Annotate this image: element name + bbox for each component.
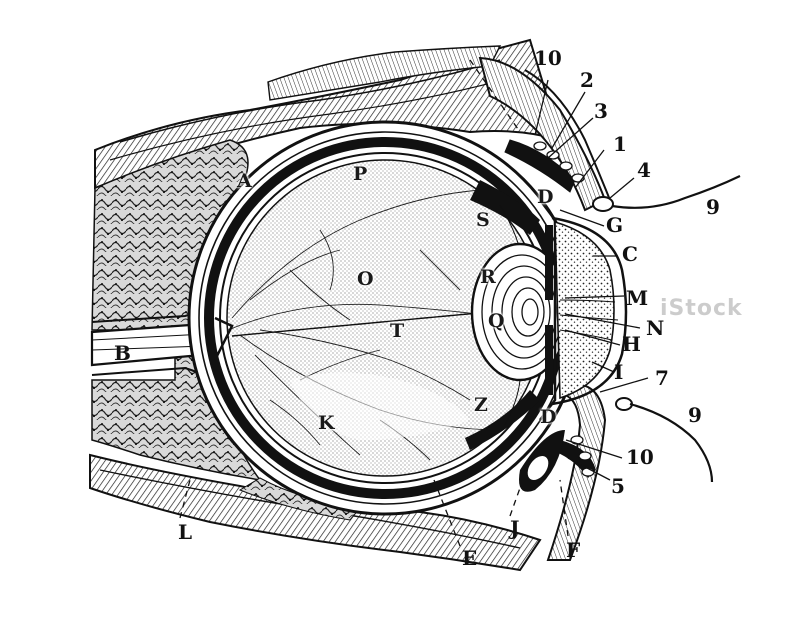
label-7: 7 bbox=[655, 366, 669, 390]
label-H: H bbox=[622, 332, 641, 356]
label-E: E bbox=[462, 546, 478, 570]
label-M: M bbox=[626, 286, 649, 310]
label-B: B bbox=[114, 341, 131, 365]
label-F: F bbox=[566, 538, 581, 562]
label-O: O bbox=[357, 268, 374, 290]
label-C: C bbox=[622, 242, 638, 266]
label-10-bottom: 10 bbox=[626, 445, 654, 469]
label-T: T bbox=[390, 320, 405, 342]
label-5: 5 bbox=[611, 474, 625, 498]
label-K: K bbox=[318, 412, 335, 434]
lens-group bbox=[470, 242, 570, 382]
label-A: A bbox=[237, 170, 252, 192]
label-1: 1 bbox=[613, 132, 627, 156]
label-9-bottom: 9 bbox=[688, 403, 702, 427]
label-I: I bbox=[614, 360, 624, 384]
label-J: J bbox=[510, 516, 520, 540]
label-Q: Q bbox=[488, 310, 505, 332]
label-3: 3 bbox=[594, 99, 608, 123]
label-D-bottom: D bbox=[540, 406, 557, 428]
label-10-top: 10 bbox=[534, 46, 562, 70]
stock-watermark: iStock bbox=[660, 296, 743, 321]
label-N: N bbox=[646, 316, 665, 340]
label-S: S bbox=[476, 209, 490, 231]
label-D-top: D bbox=[537, 186, 554, 208]
label-R: R bbox=[480, 266, 496, 288]
label-4: 4 bbox=[637, 158, 651, 182]
label-L: L bbox=[178, 520, 193, 544]
label-P: P bbox=[353, 163, 368, 185]
label-2: 2 bbox=[580, 68, 594, 92]
label-9-top: 9 bbox=[706, 195, 720, 219]
label-Z: Z bbox=[474, 394, 488, 416]
label-G: G bbox=[606, 213, 624, 237]
